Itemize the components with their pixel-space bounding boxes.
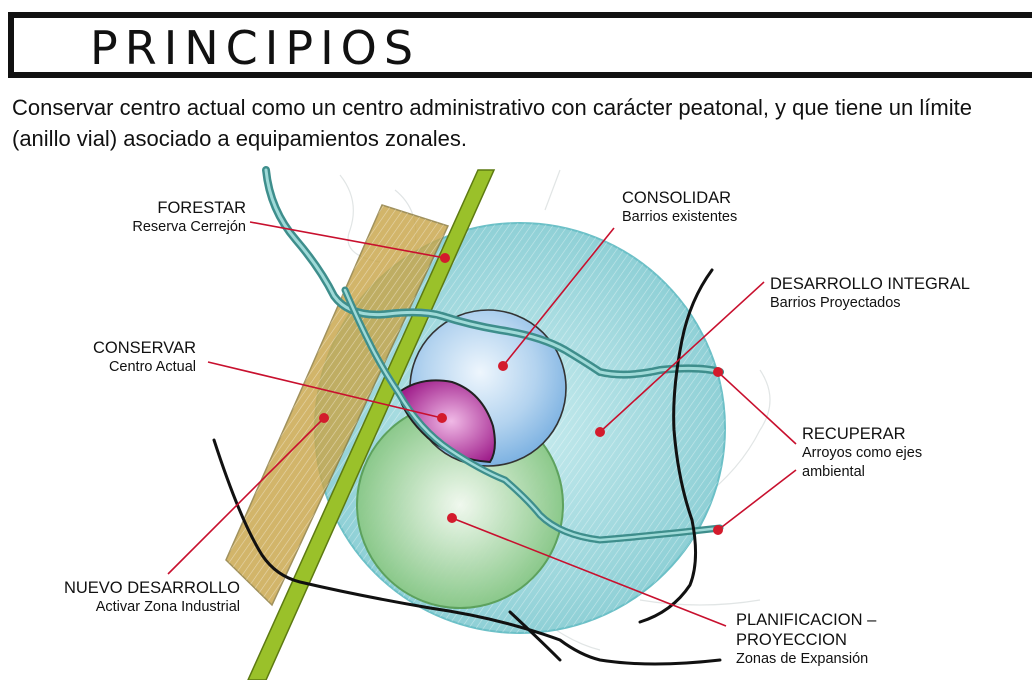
label-planificacion-title-2: PROYECCION (736, 631, 847, 649)
leader-lines (167, 221, 797, 627)
header-box: PRINCIPIOS (8, 12, 1032, 78)
dot-nuevo-desarrollo (319, 413, 329, 423)
label-consolidar-title: CONSOLIDAR (622, 189, 732, 207)
label-forestar: FORESTAR Reserva Cerrejón (66, 198, 246, 237)
label-planificacion-title-1: PLANIFICACION – (736, 611, 877, 629)
leader-recuperar-lower (717, 469, 797, 531)
label-consolidar-subtitle: Barrios existentes (622, 209, 738, 225)
leader-conservar (207, 361, 443, 419)
label-recuperar-subtitle-2: ambiental (802, 464, 865, 480)
page-title: PRINCIPIOS (90, 21, 421, 75)
conservar-zone (396, 379, 496, 464)
label-recuperar-subtitle-1: Arroyos como ejes (802, 445, 923, 461)
label-desarrollo-integral: DESARROLLO INTEGRAL Barrios Proyectados (770, 274, 970, 313)
label-nuevo-desarrollo: NUEVO DESARROLLO Activar Zona Industrial (22, 578, 240, 617)
label-recuperar-title: RECUPERAR (802, 425, 906, 443)
label-consolidar: CONSOLIDAR Barrios existentes (622, 188, 737, 227)
label-forestar-subtitle: Reserva Cerrejón (132, 219, 246, 235)
leader-desarrollo-integral (599, 281, 765, 433)
dot-planificacion (447, 513, 457, 523)
dot-conservar (437, 413, 447, 423)
marker-dots (319, 253, 723, 535)
leader-consolidar (502, 227, 615, 367)
leader-nuevo-desarrollo (167, 417, 325, 575)
dot-desarrollo-integral (595, 427, 605, 437)
label-recuperar: RECUPERAR Arroyos como ejes ambiental (802, 424, 922, 482)
leader-forestar (249, 221, 446, 259)
label-conservar-subtitle: Centro Actual (108, 359, 196, 375)
green-band (247, 169, 496, 680)
label-forestar-title: FORESTAR (157, 199, 246, 217)
label-planificacion: PLANIFICACION – PROYECCION Zonas de Expa… (736, 610, 876, 669)
intro-text: Conservar centro actual como un centro a… (12, 95, 972, 151)
leader-planificacion (451, 517, 727, 627)
label-nuevo-desarrollo-subtitle: Activar Zona Industrial (95, 599, 240, 615)
stream-lines (262, 166, 724, 544)
dot-consolidar (498, 361, 508, 371)
label-conservar: CONSERVAR Centro Actual (60, 338, 196, 377)
label-desarrollo-integral-title: DESARROLLO INTEGRAL (770, 275, 970, 293)
leader-recuperar-upper (717, 371, 797, 445)
dot-recuperar-upper (713, 367, 723, 377)
forest-band (225, 204, 450, 607)
label-conservar-title: CONSERVAR (93, 339, 196, 357)
label-nuevo-desarrollo-title: NUEVO DESARROLLO (63, 579, 240, 597)
dot-forestar (440, 253, 450, 263)
dot-recuperar-lower (713, 525, 723, 535)
ring-road (212, 268, 722, 666)
label-desarrollo-integral-subtitle: Barrios Proyectados (770, 295, 901, 311)
label-planificacion-subtitle: Zonas de Expansión (736, 651, 869, 667)
background-map (339, 169, 771, 651)
